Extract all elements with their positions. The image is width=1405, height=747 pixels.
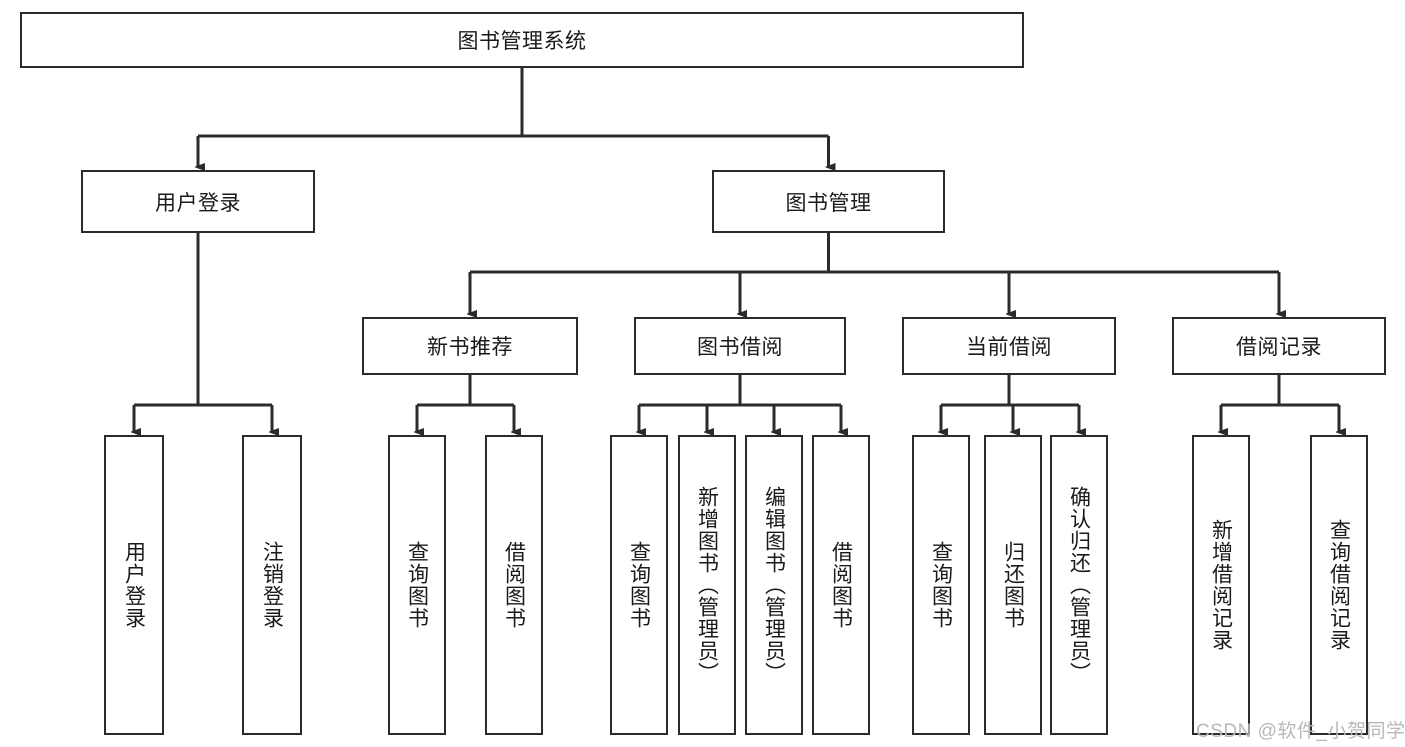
node-newbook[interactable]: 新书推荐 [362, 317, 578, 375]
node-label: 查询图书 [929, 541, 953, 629]
node-label: 查询图书 [405, 541, 429, 629]
node-label: 新增借阅记录 [1209, 519, 1233, 651]
node-l-borrow1[interactable]: 借阅图书 [485, 435, 543, 735]
node-root[interactable]: 图书管理系统 [20, 12, 1024, 68]
node-label: 用户登录 [122, 541, 146, 629]
node-l-return[interactable]: 归还图书 [984, 435, 1042, 735]
node-current[interactable]: 当前借阅 [902, 317, 1116, 375]
node-borrow[interactable]: 图书借阅 [634, 317, 846, 375]
node-label: 图书借阅 [697, 336, 783, 359]
node-bookmgmt[interactable]: 图书管理 [712, 170, 945, 233]
node-label: 借阅图书 [829, 541, 853, 629]
node-l-query2[interactable]: 查询图书 [610, 435, 668, 735]
node-label: 查询图书 [627, 541, 651, 629]
node-l-login[interactable]: 用户登录 [104, 435, 164, 735]
watermark-label: CSDN @软件_小贺同学 [1196, 721, 1405, 742]
node-l-qryrec[interactable]: 查询借阅记录 [1310, 435, 1368, 735]
node-l-query3[interactable]: 查询图书 [912, 435, 970, 735]
node-l-confirm[interactable]: 确认归还（管理员） [1050, 435, 1108, 735]
node-label: 图书管理 [785, 191, 872, 215]
node-label: 图书管理系统 [457, 30, 587, 53]
node-label: 用户登录 [155, 191, 241, 215]
node-l-edit[interactable]: 编辑图书（管理员） [745, 435, 803, 735]
node-login[interactable]: 用户登录 [81, 170, 315, 233]
node-l-query1[interactable]: 查询图书 [388, 435, 446, 735]
node-label: 借阅记录 [1236, 336, 1322, 359]
node-l-add[interactable]: 新增图书（管理员） [678, 435, 736, 735]
edge-paths [134, 68, 1339, 432]
node-l-addrec[interactable]: 新增借阅记录 [1192, 435, 1250, 735]
node-label: 查询借阅记录 [1327, 519, 1351, 651]
node-l-logout[interactable]: 注销登录 [242, 435, 302, 735]
node-label: 当前借阅 [966, 336, 1052, 359]
node-l-borrow2[interactable]: 借阅图书 [812, 435, 870, 735]
node-label: 确认归还（管理员） [1067, 486, 1091, 684]
node-label: 借阅图书 [502, 541, 526, 629]
node-label: 编辑图书（管理员） [762, 486, 786, 684]
node-label: 归还图书 [1001, 541, 1025, 629]
node-label: 注销登录 [260, 541, 284, 629]
node-label: 新书推荐 [427, 336, 513, 359]
node-label: 新增图书（管理员） [695, 486, 719, 684]
node-records[interactable]: 借阅记录 [1172, 317, 1386, 375]
